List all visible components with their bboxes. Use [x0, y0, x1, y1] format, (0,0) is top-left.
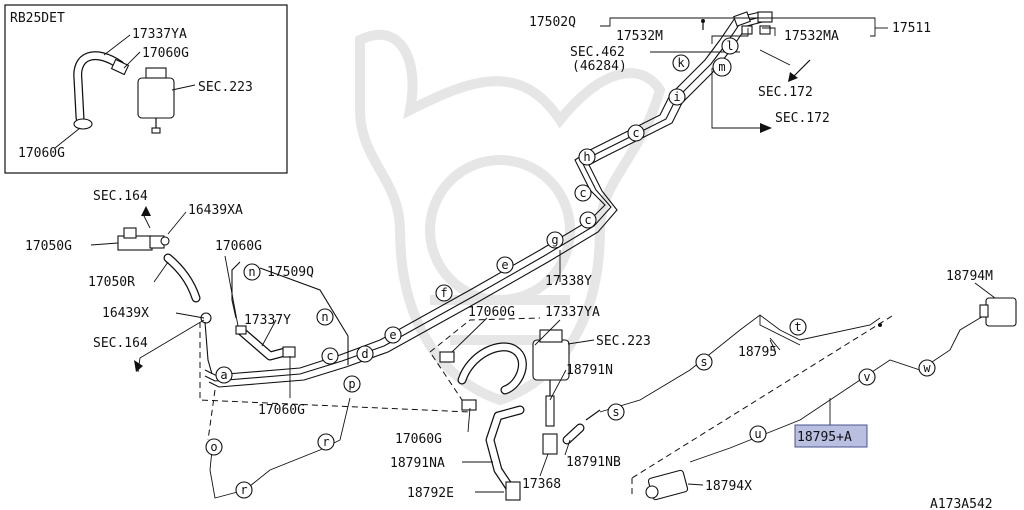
bubble-e-1: e	[501, 258, 508, 272]
inset-label-17060g-bottom: 17060G	[18, 146, 65, 161]
callout-17050r: 17050R	[88, 275, 135, 290]
bubble-g: g	[551, 233, 558, 247]
callout-17337ya: 17337YA	[545, 305, 600, 320]
bubble-a: a	[220, 368, 227, 382]
bubble-i: i	[673, 90, 680, 104]
bubble-f: f	[440, 286, 447, 300]
callout-18792e: 18792E	[407, 486, 454, 501]
bubble-s-2: s	[612, 405, 619, 419]
bubble-n-1: n	[248, 265, 255, 279]
callout-sec223: SEC.223	[596, 334, 651, 349]
callout-17060g-d: 17060G	[395, 432, 442, 447]
callout-18791na: 18791NA	[390, 456, 445, 471]
callout-17050g: 17050G	[25, 239, 72, 254]
bubble-o: o	[210, 440, 217, 454]
sec172-arrows	[711, 59, 811, 133]
callout-18795: 18795	[738, 345, 777, 360]
center-filter-assembly	[429, 317, 601, 501]
callout-17368: 17368	[522, 477, 561, 492]
part-callouts: 17502Q 17532M 17532MA 17511 SEC.462 (462…	[25, 15, 993, 510]
bubble-r-1: r	[322, 435, 329, 449]
callout-17502q: 17502Q	[529, 15, 576, 30]
callout-sec462-sub: (46284)	[572, 59, 627, 74]
inset-label-17060g-top: 17060G	[142, 46, 189, 61]
callout-17511: 17511	[892, 21, 931, 36]
callout-sec172-b: SEC.172	[775, 111, 830, 126]
inset-label-17337ya: 17337YA	[132, 27, 187, 42]
bubble-m: m	[718, 60, 725, 74]
callout-17532ma: 17532MA	[784, 29, 839, 44]
callout-18791n: 18791N	[566, 363, 613, 378]
bubble-h: h	[583, 150, 590, 164]
callout-18794m: 18794M	[946, 269, 993, 284]
bubble-p: p	[348, 377, 355, 391]
bubble-e-2: e	[389, 328, 396, 342]
bubble-letters: k l m i c h c c g e f e d c p n n a o r …	[205, 37, 936, 499]
highlight-18795a	[794, 424, 868, 448]
callout-18795a: 18795+A	[797, 430, 852, 445]
bubble-c-4: c	[326, 349, 333, 363]
top-connectors	[701, 11, 773, 35]
bubble-c-2: c	[579, 186, 586, 200]
inset-title: RB25DET	[10, 11, 65, 26]
callout-sec462: SEC.462	[570, 45, 625, 60]
callout-17060g-a: 17060G	[215, 239, 262, 254]
bubble-w: w	[923, 361, 931, 375]
callout-17532m: 17532M	[616, 29, 663, 44]
bubble-d: d	[361, 347, 368, 361]
inset-rb25det: RB25DET 17337YA 17060G SEC.223 17060G	[4, 4, 288, 174]
lower-left-frames	[199, 322, 471, 499]
bubble-k: k	[677, 56, 685, 70]
diagram-code: A173A542	[930, 497, 993, 510]
callout-sec164-a: SEC.164	[93, 189, 148, 204]
inset-label-sec223: SEC.223	[198, 80, 253, 95]
callout-16439x: 16439X	[102, 306, 149, 321]
bubble-s-1: s	[700, 355, 707, 369]
callout-17337y: 17337Y	[244, 313, 291, 328]
bubble-c-1: c	[632, 126, 639, 140]
callout-17509q: 17509Q	[267, 265, 314, 280]
callout-sec172-a: SEC.172	[758, 85, 813, 100]
callout-16439xa: 16439XA	[188, 203, 243, 218]
bubble-c-3: c	[584, 213, 591, 227]
right-vent-lines	[599, 297, 1017, 501]
callout-17338y: 17338Y	[545, 274, 592, 289]
callout-17060g-c: 17060G	[468, 305, 515, 320]
callout-17060g-b: 17060G	[258, 403, 305, 418]
bubble-r-2: r	[240, 483, 247, 497]
leader-lines	[90, 206, 996, 493]
bubble-v: v	[863, 370, 870, 384]
callout-18794x: 18794X	[705, 479, 752, 494]
bubble-l: l	[726, 39, 733, 53]
bubble-u: u	[754, 427, 761, 441]
callout-18791nb: 18791NB	[566, 455, 621, 470]
callout-sec164-b: SEC.164	[93, 336, 148, 351]
bubble-t: t	[794, 320, 801, 334]
bubble-n-2: n	[321, 310, 328, 324]
